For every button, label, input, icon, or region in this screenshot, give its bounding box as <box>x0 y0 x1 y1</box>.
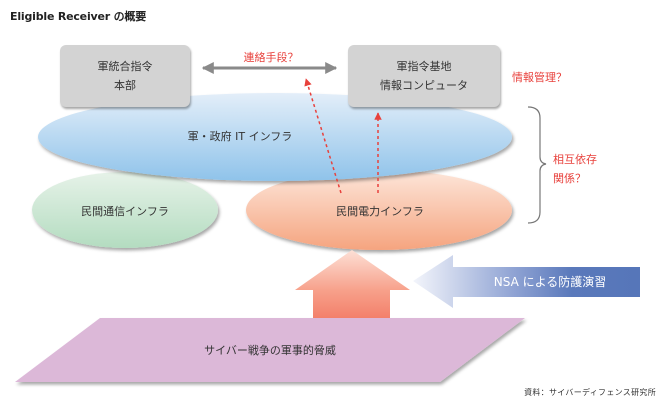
power-infra-ellipse <box>246 170 512 250</box>
telecom-infra-ellipse <box>32 172 218 248</box>
interdependence-bracket <box>527 106 547 224</box>
nsa-defense-arrow <box>413 255 640 308</box>
joint-command-hq-box: 軍統合指令 本部 <box>60 45 190 107</box>
cyber-threat-label: サイバー戦争の軍事的脅威 <box>204 344 336 357</box>
power-infra-label: 民間電力インフラ <box>336 205 424 218</box>
gov-it-infra-ellipse <box>38 93 512 181</box>
interdependence-label: 相互依存 関係？ <box>553 150 597 188</box>
source-credit: 資料：サイバーディフェンス研究所 <box>524 388 656 397</box>
joint-command-hq-line1: 軍統合指令 <box>97 60 153 73</box>
command-base-line2: 情報コンピュータ <box>380 79 468 92</box>
info-management-label: 情報管理？ <box>512 71 567 84</box>
cyber-threat-parallelogram <box>15 318 525 382</box>
nsa-defense-label: NSA による防護演習 <box>493 275 607 289</box>
gov-it-infra-label: 軍・政府 IT インフラ <box>187 130 293 143</box>
communication-means-label: 連絡手段？ <box>243 51 299 64</box>
diagram-title: Eligible Receiver の概要 <box>10 10 147 23</box>
interdependence-line2: 関係？ <box>553 172 586 185</box>
power-to-communication-dotted-arrow <box>304 78 342 194</box>
command-base-line1: 軍指令基地 <box>396 60 452 73</box>
interdependence-line1: 相互依存 <box>553 153 597 166</box>
joint-command-hq-line2: 本部 <box>114 79 136 92</box>
command-base-computer-box: 軍指令基地 情報コンピュータ <box>348 45 500 107</box>
telecom-infra-label: 民間通信インフラ <box>81 205 169 218</box>
threat-up-arrow <box>295 250 410 318</box>
